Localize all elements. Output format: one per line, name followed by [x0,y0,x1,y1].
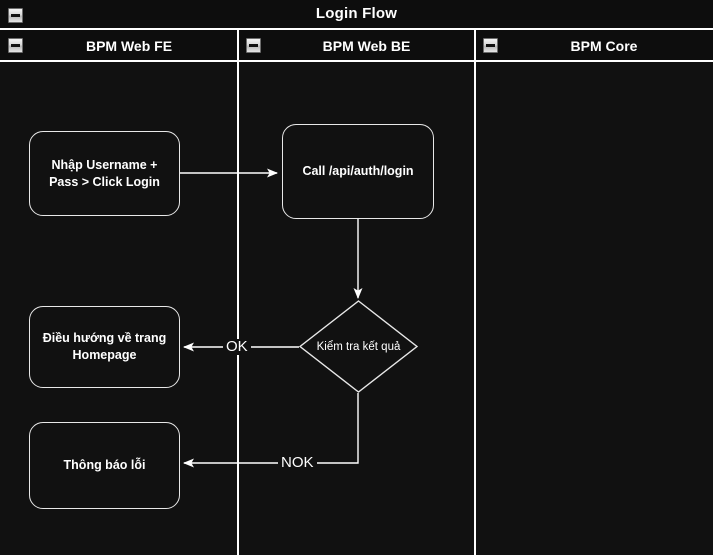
node-thong-bao-loi[interactable]: Thông báo lỗi [29,422,180,509]
lane-divider-be-core [474,30,476,555]
lane-label-core: BPM Core [570,38,638,54]
edge-label-ok: OK [223,339,251,355]
lane-fe-collapse-icon[interactable] [8,38,23,53]
lane-core-collapse-icon[interactable] [483,38,498,53]
node-dieu-huong-homepage[interactable]: Điều hướng về trang Homepage [29,306,180,388]
node-nhap-username[interactable]: Nhập Username + Pass > Click Login [29,131,180,216]
lane-header-fe[interactable] [0,30,238,62]
edge-n3-to-n5-nok [183,393,359,468]
lane-be-collapse-icon[interactable] [246,38,261,53]
diamond-shape [298,300,419,393]
node-kiem-tra-ket-qua-label: Kiểm tra kết quả [316,340,401,353]
lane-divider-fe-be [237,30,239,555]
lane-label-be: BPM Web BE [322,38,411,54]
lane-header-core[interactable] [475,30,713,62]
node-call-api-auth-login[interactable]: Call /api/auth/login [282,124,434,219]
pool-title: Login Flow [315,5,398,22]
node-kiem-tra-ket-qua[interactable]: Kiểm tra kết quả [298,300,419,393]
edge-label-nok: NOK [278,455,317,471]
lane-header-be[interactable] [238,30,475,62]
pool-collapse-icon[interactable] [8,8,23,23]
pool-title-bar [0,0,713,30]
lane-label-fe: BPM Web FE [85,38,173,54]
